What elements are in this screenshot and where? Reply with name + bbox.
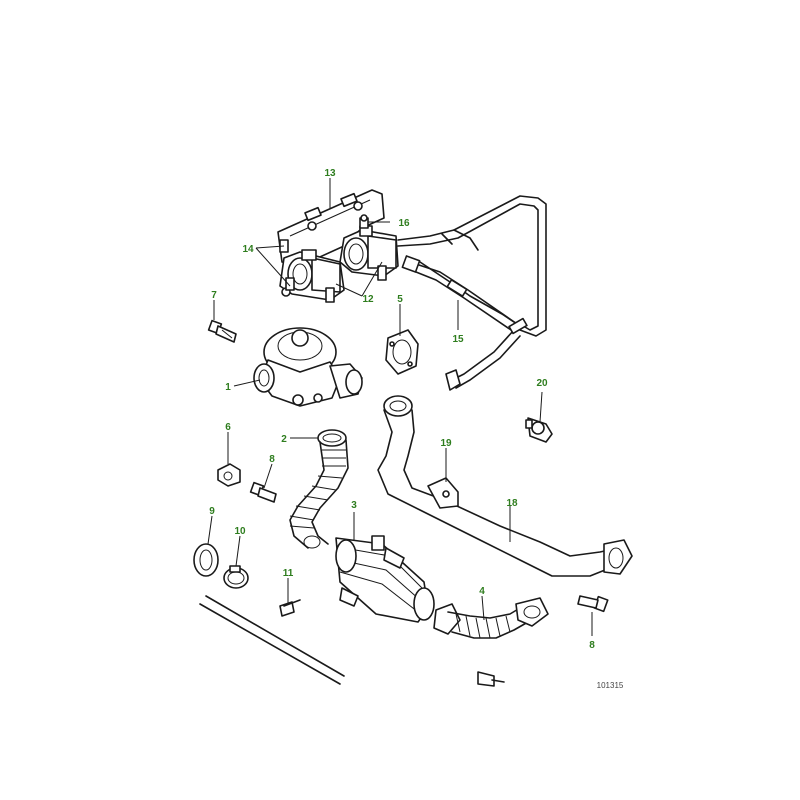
egr-flexible-pipe-lower bbox=[433, 597, 549, 639]
callout-20: 20 bbox=[536, 378, 548, 389]
gasket-ring bbox=[193, 543, 219, 577]
callout-13: 13 bbox=[324, 168, 336, 179]
callout-15: 15 bbox=[452, 334, 464, 345]
egr-flexible-pipe bbox=[289, 429, 349, 549]
callout-4: 4 bbox=[479, 586, 485, 597]
callout-2: 2 bbox=[281, 434, 287, 445]
egr-rigid-pipe bbox=[377, 395, 633, 577]
bolt-lower bbox=[477, 671, 505, 687]
leader-lines bbox=[207, 178, 593, 636]
mounting-bracket bbox=[277, 189, 385, 267]
callout-11: 11 bbox=[283, 568, 294, 579]
callout-10: 10 bbox=[234, 526, 246, 537]
callout-6: 6 bbox=[225, 422, 231, 433]
callout-8-upper: 8 bbox=[269, 454, 275, 465]
reference-code: 101315 bbox=[597, 681, 624, 690]
egr-gasket bbox=[385, 329, 419, 375]
callout-1: 1 bbox=[225, 382, 231, 393]
bolt-flexible-pipe bbox=[249, 481, 277, 503]
vacuum-hose-assembly bbox=[397, 195, 547, 391]
callout-16: 16 bbox=[398, 218, 410, 229]
long-tube bbox=[199, 595, 345, 685]
hose-clamp bbox=[223, 565, 249, 589]
stud bbox=[279, 599, 301, 617]
egr-valve bbox=[253, 327, 363, 407]
callout-19: 19 bbox=[440, 438, 452, 449]
nut bbox=[217, 463, 241, 487]
callout-7: 7 bbox=[211, 290, 217, 301]
callout-9: 9 bbox=[209, 506, 215, 517]
callout-18: 18 bbox=[506, 498, 518, 509]
egr-cooler bbox=[335, 535, 435, 623]
callout-5: 5 bbox=[397, 294, 403, 305]
callout-labels: 13 16 14 12 5 15 7 1 20 2 6 19 8 3 18 9 … bbox=[209, 168, 624, 690]
callout-8-lower: 8 bbox=[589, 640, 595, 651]
solenoid-valve-right bbox=[339, 225, 399, 281]
solenoid-valve-left bbox=[279, 249, 345, 303]
temperature-sensor bbox=[525, 417, 553, 443]
bolt-egr-valve bbox=[207, 319, 237, 343]
bolt-rigid-pipe bbox=[577, 595, 609, 613]
callout-12: 12 bbox=[362, 294, 374, 305]
callout-14: 14 bbox=[242, 244, 254, 255]
vacuum-nipple bbox=[359, 214, 369, 229]
callout-3: 3 bbox=[351, 500, 357, 511]
